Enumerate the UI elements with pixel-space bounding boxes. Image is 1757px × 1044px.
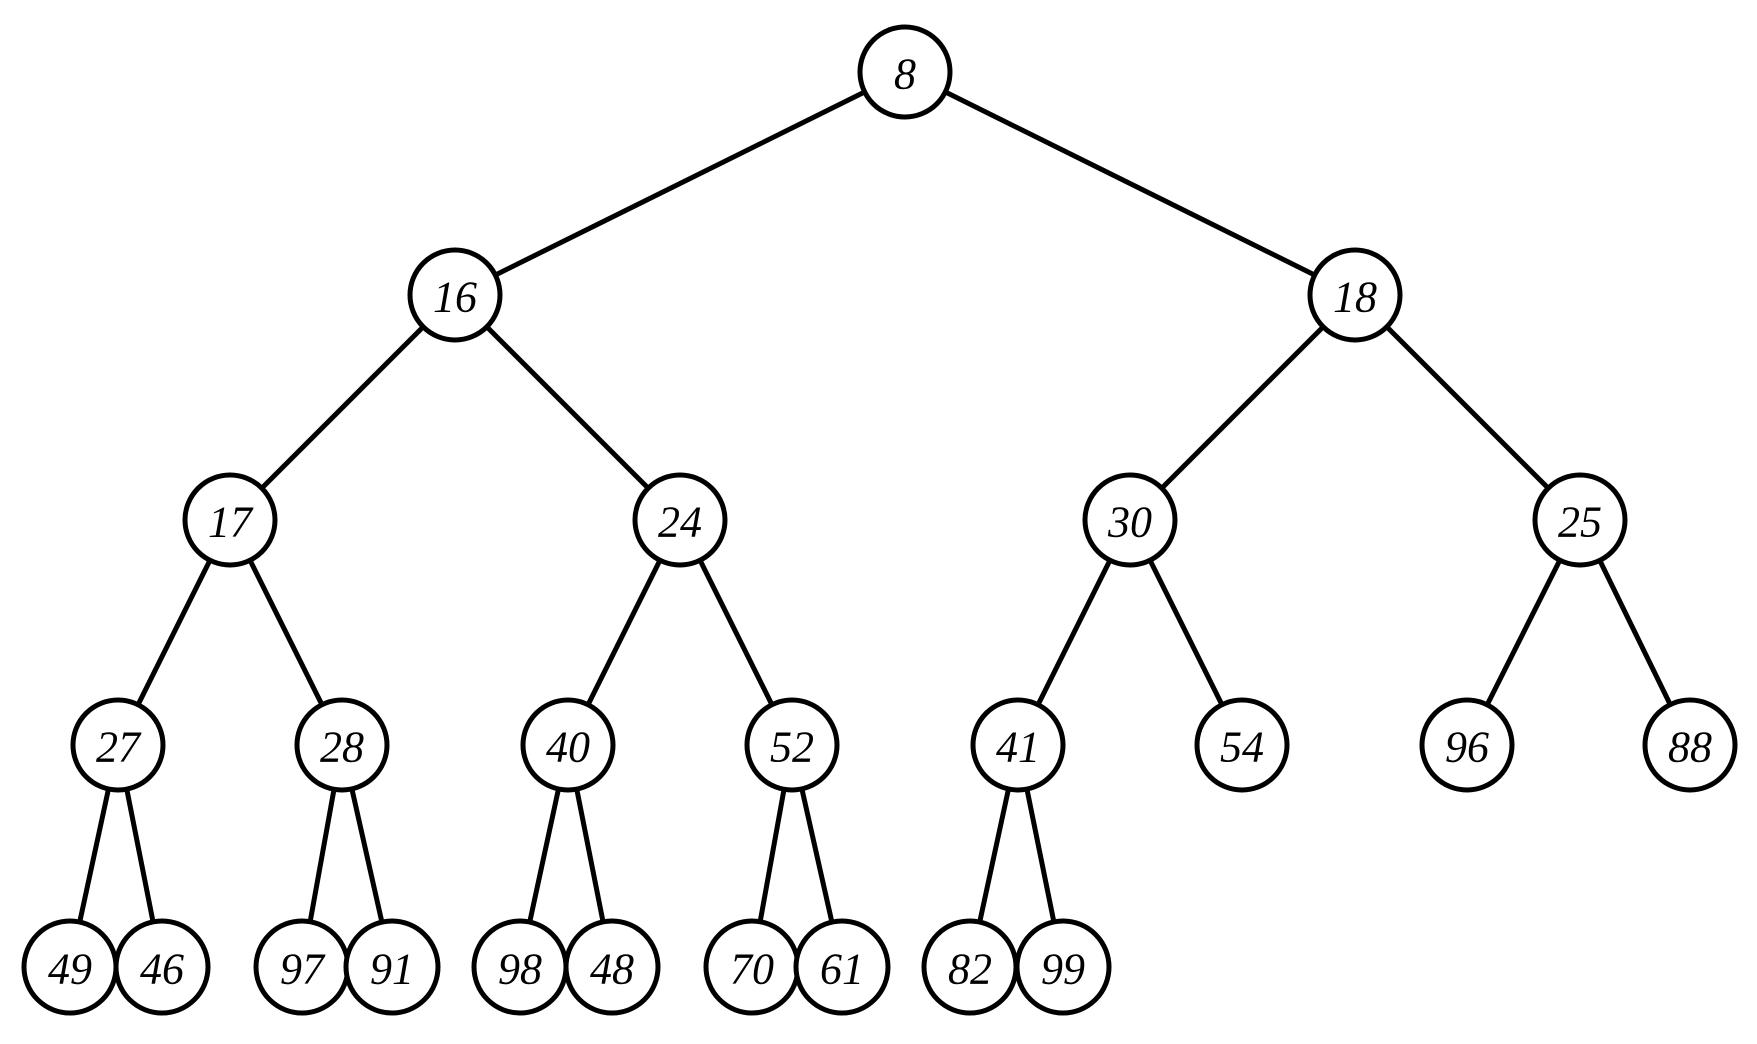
node-label-54: 54 xyxy=(1220,723,1264,772)
tree-edge-18-30 xyxy=(1158,323,1327,492)
node-circle-30[interactable] xyxy=(1082,472,1178,568)
node-label-27: 27 xyxy=(96,723,142,772)
node-label-88: 88 xyxy=(1668,723,1712,772)
node-label-82: 82 xyxy=(948,945,992,994)
node-circle-24[interactable] xyxy=(632,472,728,568)
tree-node-28[interactable]: 28 xyxy=(294,697,390,793)
node-label-61: 61 xyxy=(820,945,864,994)
node-label-24: 24 xyxy=(658,498,702,547)
node-circle-8[interactable] xyxy=(857,24,953,120)
tree-edge-28-97 xyxy=(307,785,337,926)
node-label-17: 17 xyxy=(208,498,254,547)
node-label-18: 18 xyxy=(1333,273,1377,322)
tree-node-98[interactable]: 98 xyxy=(471,918,569,1016)
node-label-25: 25 xyxy=(1558,498,1602,547)
tree-node-82[interactable]: 82 xyxy=(921,918,1019,1016)
node-circle-25[interactable] xyxy=(1532,472,1628,568)
tree-node-96[interactable]: 96 xyxy=(1419,697,1515,793)
node-label-40: 40 xyxy=(546,723,590,772)
node-circle-52[interactable] xyxy=(744,697,840,793)
node-label-91: 91 xyxy=(370,945,414,994)
tree-edge-8-18 xyxy=(941,89,1319,278)
node-circle-40[interactable] xyxy=(520,697,616,793)
tree-node-97[interactable]: 97 xyxy=(253,918,351,1016)
node-label-49: 49 xyxy=(48,945,92,994)
tree-node-8[interactable]: 8 xyxy=(857,24,953,120)
tree-edge-24-52 xyxy=(697,556,775,709)
node-label-16: 16 xyxy=(433,273,477,322)
tree-edge-30-54 xyxy=(1147,556,1225,709)
node-label-98: 98 xyxy=(498,945,542,994)
tree-node-27[interactable]: 27 xyxy=(70,697,166,793)
node-label-28: 28 xyxy=(320,723,364,772)
tree-node-17[interactable]: 17 xyxy=(182,472,278,568)
node-circle-99[interactable] xyxy=(1014,918,1112,1016)
node-label-48: 48 xyxy=(590,945,634,994)
node-circle-54[interactable] xyxy=(1194,697,1290,793)
node-label-30: 30 xyxy=(1107,498,1152,547)
tree-node-16[interactable]: 16 xyxy=(407,247,503,343)
tree-edge-17-28 xyxy=(247,556,325,709)
tree-edge-8-16 xyxy=(491,89,869,278)
tree-node-30[interactable]: 30 xyxy=(1082,472,1178,568)
tree-node-40[interactable]: 40 xyxy=(520,697,616,793)
node-circle-17[interactable] xyxy=(182,472,278,568)
tree-node-99[interactable]: 99 xyxy=(1014,918,1112,1016)
node-label-97: 97 xyxy=(280,945,326,994)
tree-edges-group xyxy=(77,89,1674,926)
tree-edge-52-61 xyxy=(799,785,835,926)
tree-node-48[interactable]: 48 xyxy=(563,918,661,1016)
node-circle-48[interactable] xyxy=(563,918,661,1016)
node-circle-27[interactable] xyxy=(70,697,166,793)
node-label-70: 70 xyxy=(730,945,774,994)
tree-node-49[interactable]: 49 xyxy=(21,918,119,1016)
tree-edge-16-17 xyxy=(258,323,427,492)
tree-node-25[interactable]: 25 xyxy=(1532,472,1628,568)
tree-edge-41-99 xyxy=(1024,785,1057,926)
tree-edge-18-25 xyxy=(1383,323,1552,492)
tree-edge-27-49 xyxy=(77,785,112,926)
tree-edge-41-82 xyxy=(977,785,1012,926)
node-circle-18[interactable] xyxy=(1307,247,1403,343)
node-circle-28[interactable] xyxy=(294,697,390,793)
tree-node-24[interactable]: 24 xyxy=(632,472,728,568)
tree-node-88[interactable]: 88 xyxy=(1642,697,1738,793)
node-circle-16[interactable] xyxy=(407,247,503,343)
tree-edge-30-41 xyxy=(1035,556,1113,709)
node-circle-41[interactable] xyxy=(970,697,1066,793)
tree-edge-27-46 xyxy=(124,785,156,926)
tree-nodes-group: 8 16 18 17 24 30 25 27 28 40 52 41 54 96 88 49 46 97 91 98 4… xyxy=(21,24,1738,1016)
tree-edge-40-98 xyxy=(527,785,562,926)
tree-node-41[interactable]: 41 xyxy=(970,697,1066,793)
node-circle-46[interactable] xyxy=(113,918,211,1016)
node-circle-91[interactable] xyxy=(343,918,441,1016)
tree-node-46[interactable]: 46 xyxy=(113,918,211,1016)
node-circle-88[interactable] xyxy=(1642,697,1738,793)
node-label-8: 8 xyxy=(894,50,916,99)
tree-edge-16-24 xyxy=(483,323,652,492)
node-label-46: 46 xyxy=(140,945,184,994)
node-label-52: 52 xyxy=(770,723,814,772)
tree-edge-40-48 xyxy=(574,785,606,926)
tree-edge-25-96 xyxy=(1484,556,1563,709)
tree-node-52[interactable]: 52 xyxy=(744,697,840,793)
node-circle-61[interactable] xyxy=(793,918,891,1016)
tree-node-18[interactable]: 18 xyxy=(1307,247,1403,343)
node-label-96: 96 xyxy=(1445,723,1489,772)
tree-edge-17-27 xyxy=(135,556,213,709)
tree-node-54[interactable]: 54 xyxy=(1194,697,1290,793)
tree-node-61[interactable]: 61 xyxy=(793,918,891,1016)
tree-node-70[interactable]: 70 xyxy=(703,918,801,1016)
tree-edge-52-70 xyxy=(757,785,787,926)
node-label-41: 41 xyxy=(996,723,1040,772)
tree-edge-28-91 xyxy=(349,785,385,926)
node-circle-96[interactable] xyxy=(1419,697,1515,793)
tree-edge-24-40 xyxy=(585,556,663,709)
tree-node-91[interactable]: 91 xyxy=(343,918,441,1016)
tree-edge-25-88 xyxy=(1596,557,1674,708)
node-label-99: 99 xyxy=(1041,945,1085,994)
